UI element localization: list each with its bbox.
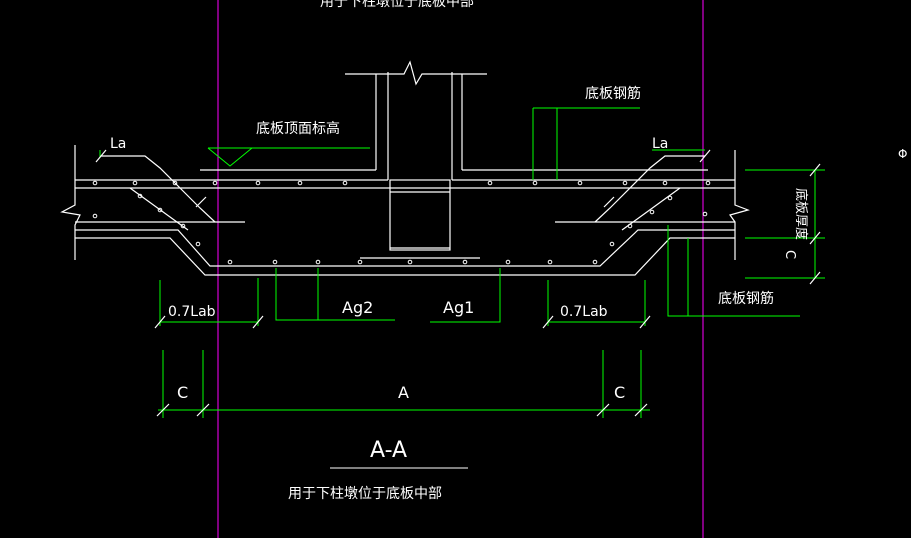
rebar-dot (627, 223, 633, 229)
rebar-right-label: 底板钢筋 (718, 290, 774, 307)
rebar-dot (315, 259, 321, 265)
rebar-dot (622, 180, 628, 186)
rebar-top-label: 底板钢筋 (585, 85, 641, 102)
rebar-dot (195, 241, 201, 247)
rebar-right-leader (667, 225, 800, 317)
lab-right-label: 0.7Lab (560, 304, 608, 320)
break-left (60, 145, 81, 260)
la-bar-right-2 (621, 187, 681, 231)
la-left-label: La (110, 136, 126, 152)
rebar-dot (132, 180, 138, 186)
pier-bottom-rebar (75, 229, 735, 267)
lab-left-label: 0.7Lab (168, 304, 216, 320)
rebar-dot (227, 259, 233, 265)
rebar-dot (172, 180, 178, 186)
ag1-leader (430, 268, 501, 323)
top-elevation-label: 底板顶面标高 (256, 120, 340, 137)
rebar-dot (705, 180, 711, 186)
ag2-label: Ag2 (342, 298, 373, 317)
leaders (99, 107, 825, 418)
edge-right-label: Φ (898, 147, 907, 161)
rebar-dot (297, 180, 303, 186)
rebar-dot (180, 223, 186, 229)
la-bar-right (594, 155, 705, 223)
dim-ticks (95, 149, 821, 417)
rebar-dot (487, 180, 493, 186)
la-right-label: La (652, 136, 668, 152)
rebar-dots (92, 180, 711, 265)
ag2-leader (275, 268, 395, 321)
rebar-dot (667, 195, 673, 201)
rebar-dot (649, 209, 655, 215)
dim-c-left-label: C (177, 383, 188, 402)
rebar-dot (255, 180, 261, 186)
rebar-dot (609, 241, 615, 247)
caption: 用于下柱墩位于底板中部 (288, 486, 442, 502)
thickness-label: 底板厚度 (793, 188, 809, 240)
rebar-dot (662, 180, 668, 186)
rebar-dot (342, 180, 348, 186)
top-cut-label: 用于下柱墩位于底板中部 (320, 0, 474, 10)
rebar-dot (212, 180, 218, 186)
rebar-dot (505, 259, 511, 265)
elevation-marker (207, 147, 254, 167)
dim-c-right-label: C (614, 383, 625, 402)
rebar-dot (592, 259, 598, 265)
rebar-dot (702, 211, 708, 217)
rebar-dot (462, 259, 468, 265)
c-vertical-label: C (782, 250, 797, 259)
rebar-dot (357, 259, 363, 265)
column-break-line (345, 60, 487, 86)
pier-core (389, 179, 451, 251)
rebar-dot (532, 180, 538, 186)
slab-outline (60, 60, 750, 276)
rebar-dot (137, 193, 143, 199)
rebar-dot (547, 259, 553, 265)
rebar-dot (92, 213, 98, 219)
break-right (729, 150, 750, 260)
dim-a-label: A (398, 383, 409, 402)
ag1-label: Ag1 (443, 298, 474, 317)
la-bar-left (100, 155, 216, 223)
rebar-dot (407, 259, 413, 265)
rebar-dot (157, 207, 163, 213)
rebar-dot (272, 259, 278, 265)
rebar-dot (92, 180, 98, 186)
axis-lines (217, 0, 704, 538)
pier-bottom-outline (75, 237, 735, 276)
section-title: A-A (370, 438, 407, 463)
rebar-dot (577, 180, 583, 186)
